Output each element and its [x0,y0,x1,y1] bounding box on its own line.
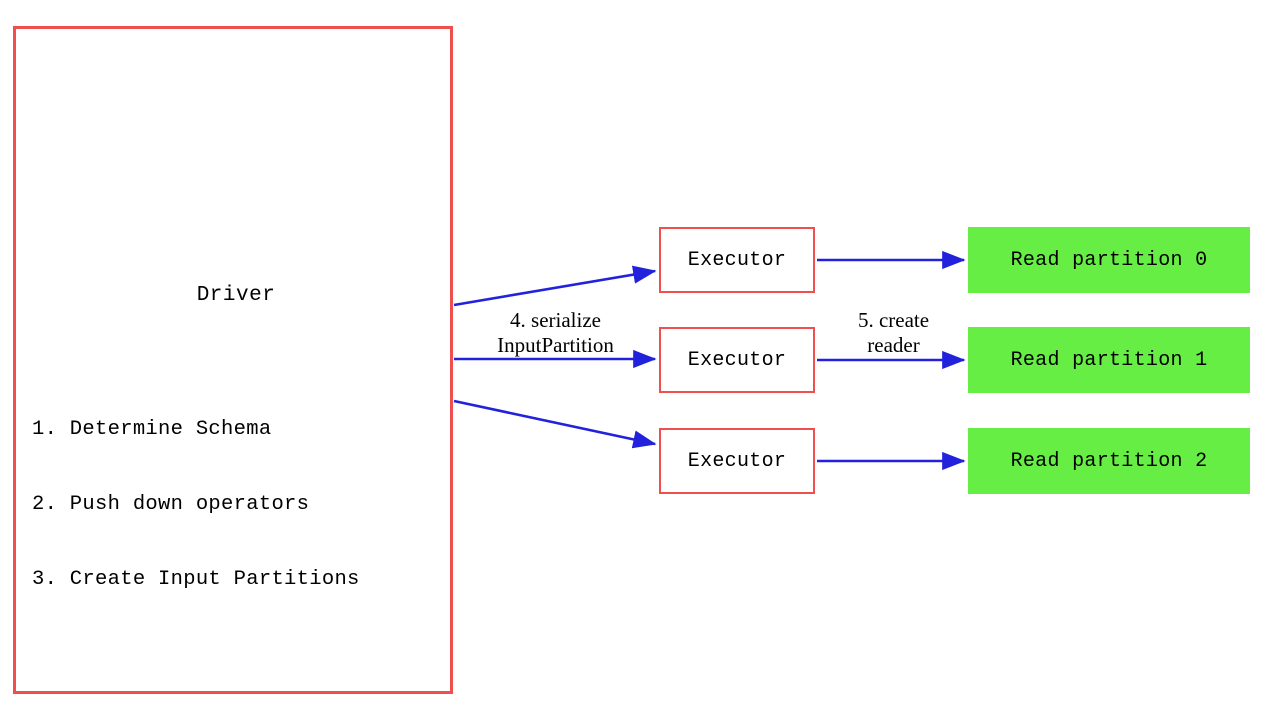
driver-steps-list: 1. Determine Schema 2. Push down operato… [32,367,452,642]
executor-label-1: Executor [687,348,787,372]
read-partition-label-0: Read partition 0 [1010,248,1208,272]
edge-label-serialize-input-partition: 4. serialize InputPartition [458,308,653,358]
read-partition-label-1: Read partition 1 [1010,348,1208,372]
driver-step-2: 2. Push down operators [32,493,310,516]
edge-label-create-reader: 5. create reader [826,308,961,358]
executor-label-2: Executor [687,449,787,473]
driver-step-3: 3. Create Input Partitions [32,568,360,591]
executor-label-0: Executor [687,248,787,272]
driver-title: Driver [196,284,276,307]
executor-box-2: Executor [659,428,815,494]
driver-step-1: 1. Determine Schema [32,418,272,441]
driver-box: Driver 1. Determine Schema 2. Push down … [13,26,453,694]
read-partition-box-2: Read partition 2 [968,428,1250,494]
read-partition-box-0: Read partition 0 [968,227,1250,293]
edge-label-create-reader-line-2: reader [867,333,920,357]
arrow-driver-to-executor-0 [453,265,657,307]
read-partition-label-2: Read partition 2 [1010,449,1208,473]
executor-box-1: Executor [659,327,815,393]
executor-box-0: Executor [659,227,815,293]
arrow-driver-to-executor-2 [453,399,657,449]
edge-label-create-reader-line-1: 5. create [857,308,930,332]
edge-label-serialize-line-2: InputPartition [497,333,614,357]
edge-label-serialize-line-1: 4. serialize [510,308,601,332]
read-partition-box-1: Read partition 1 [968,327,1250,393]
